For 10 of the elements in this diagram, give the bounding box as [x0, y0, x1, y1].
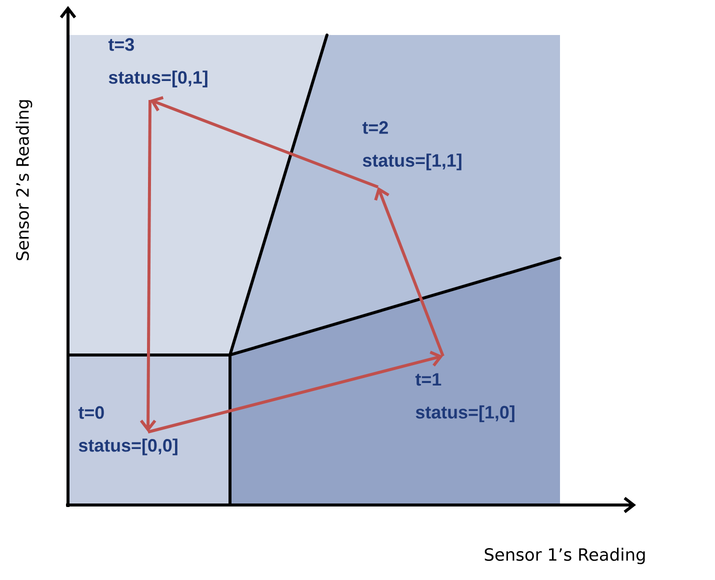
arrow — [150, 96, 379, 188]
axis-label: Sensor 2’s Reading — [16, 100, 32, 260]
arrow — [374, 187, 444, 357]
point-label: t=1 status=[1,0] — [415, 373, 514, 422]
arrow — [140, 100, 156, 432]
axis-label: Sensor 1’s Reading — [484, 548, 645, 564]
point-label: t=0 status=[0,0] — [78, 406, 178, 456]
point-label: t=2 status=[1,1] — [362, 121, 462, 170]
arrow — [148, 350, 443, 434]
point-label: t=3 status=[0,1] — [108, 38, 208, 88]
